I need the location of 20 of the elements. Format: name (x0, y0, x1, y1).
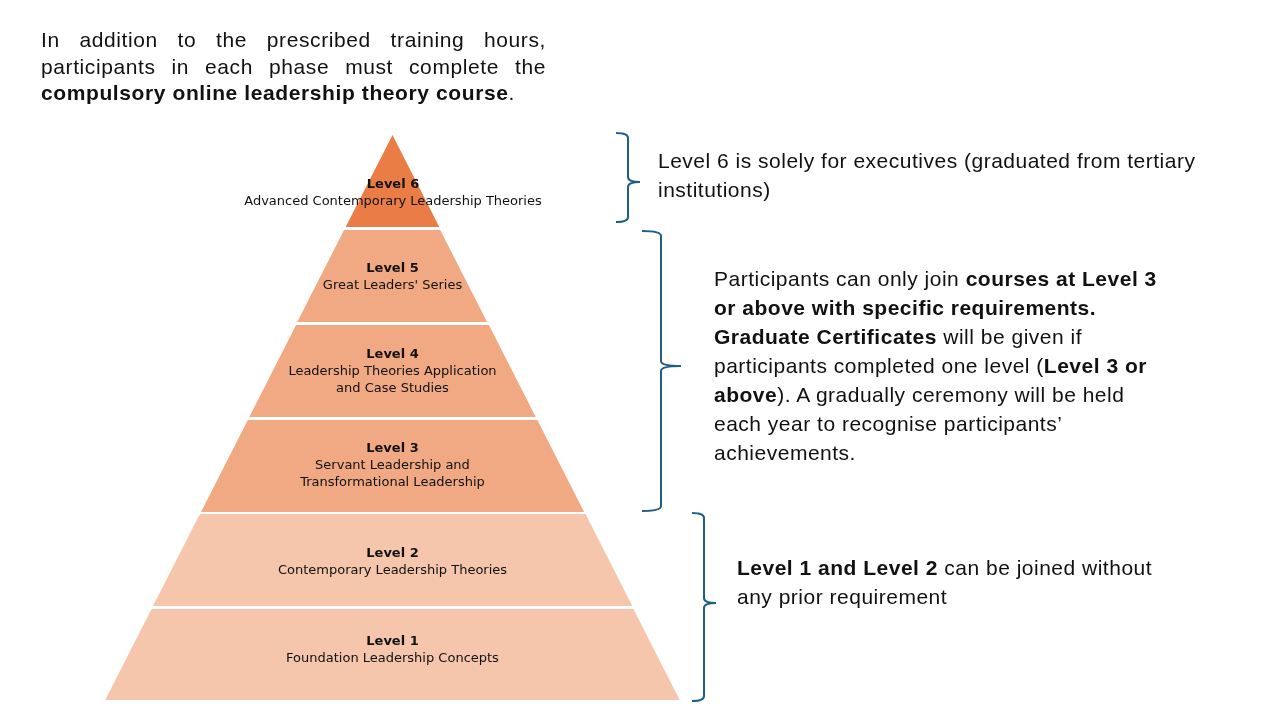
pyramid-tier (200, 419, 585, 512)
level-title: Great Leaders' Series (322, 276, 463, 293)
pyramid-tier (297, 229, 488, 322)
level-title: Servant Leadership and Transformational Leadership (299, 455, 486, 490)
level-title: Leadership Theories Application and Case Studies (287, 361, 498, 396)
pyramid-tier (152, 514, 633, 606)
level-heading: Level 4 (366, 344, 419, 362)
level-heading: Level 3 (366, 438, 419, 456)
intro-text: In addition to the prescribed training hours, participants in each phase must complete the compulsory online leadership theory course. (41, 27, 546, 106)
note-text: Participants can only join courses at Level 3 or above with specific requirements. Graduate Certificates will be given if participants completed one level (Level 3 or above). A gradually ceremony will be held each year to recognise participants’ achievements. (714, 266, 1158, 466)
level-heading: Level 6 (366, 175, 420, 192)
level-title: Foundation Leadership Concepts (286, 649, 499, 666)
note-text: Level 1 and Level 2 can be joined without any prior requirement (737, 555, 1154, 610)
note-text: Level 6 is solely for executives (graduated from tertiary institutions) (658, 148, 1197, 203)
level-title: Contemporary Leadership Theories (277, 561, 508, 578)
level-heading: Level 5 (366, 259, 419, 276)
level-heading: Level 2 (366, 544, 419, 561)
pyramid-tier (105, 608, 680, 700)
pyramid-tier (249, 324, 536, 417)
level-heading: Level 1 (366, 632, 419, 649)
